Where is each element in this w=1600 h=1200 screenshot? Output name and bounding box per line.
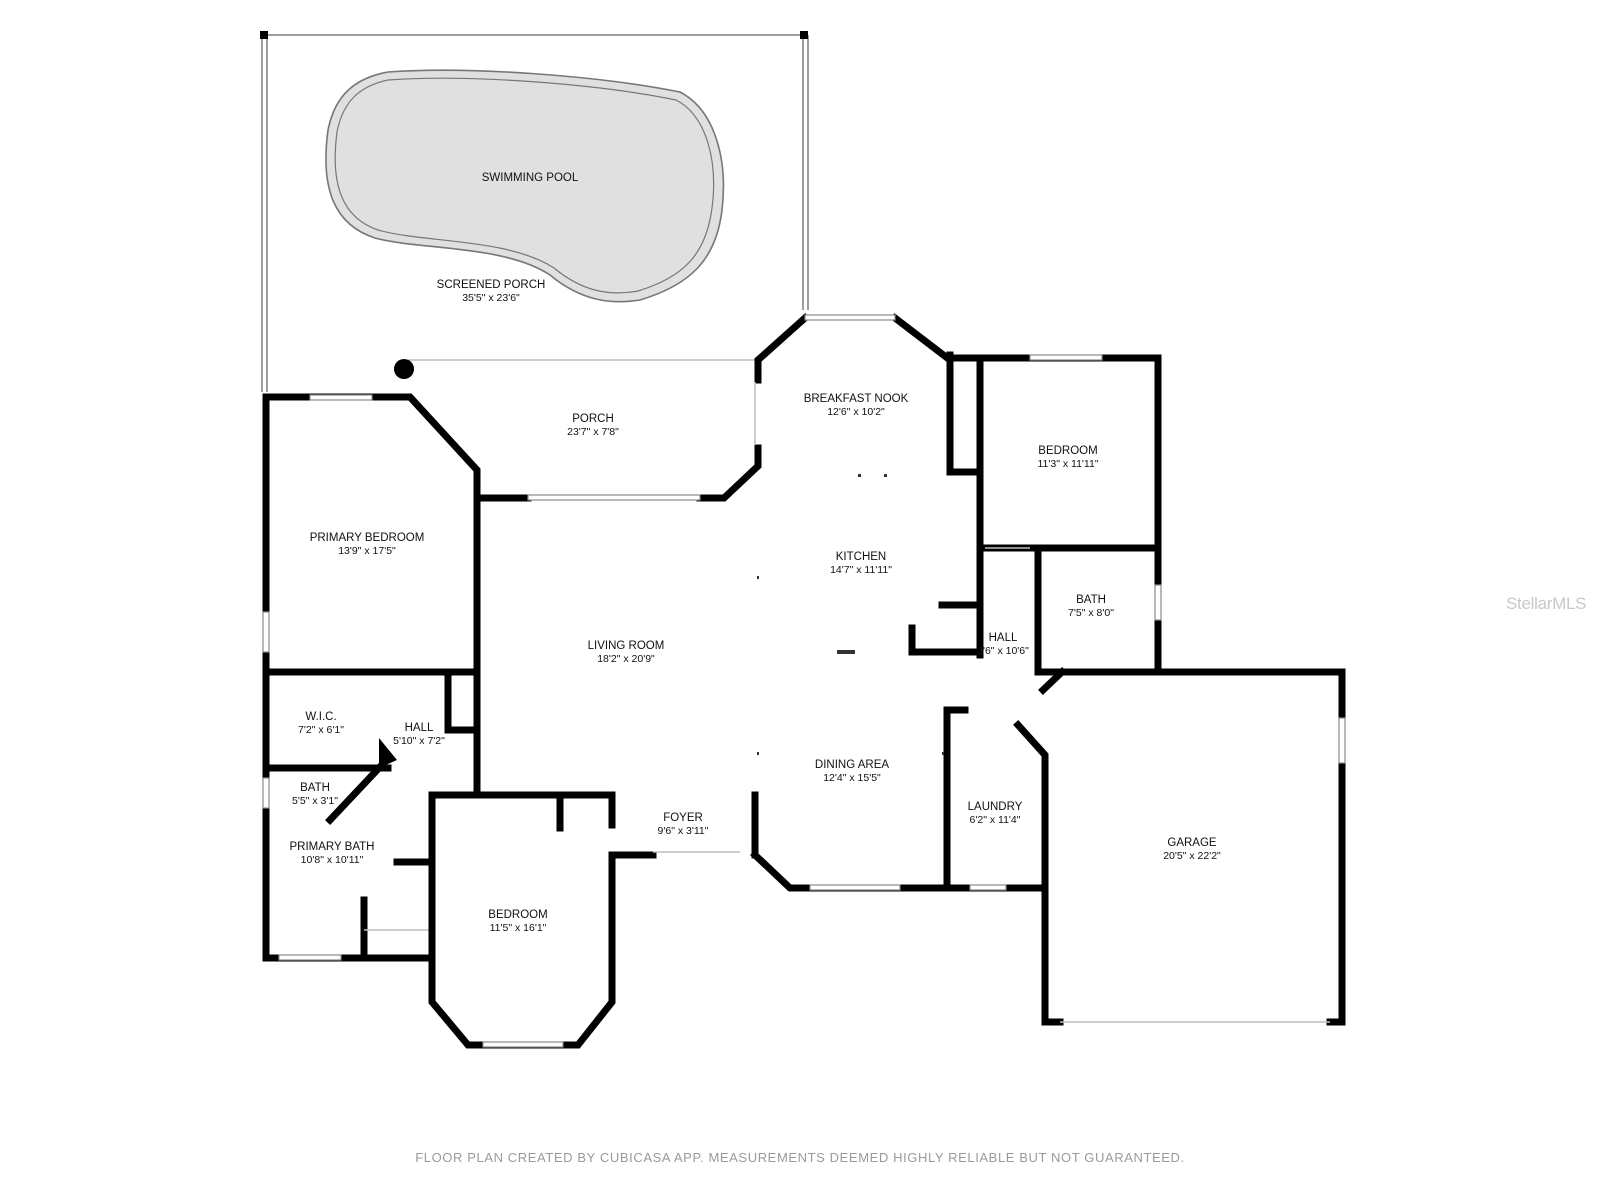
footer-disclaimer: FLOOR PLAN CREATED BY CUBICASA APP. MEAS… [415, 1150, 1185, 1165]
room-name: SWIMMING POOL [482, 172, 579, 184]
room-name: FOYER [663, 812, 703, 824]
room-size: 3'6" x 10'6" [977, 645, 1029, 657]
room-name: HALL [989, 632, 1018, 644]
room-size: 5'10" x 7'2" [393, 735, 445, 747]
room-size: 11'3" x 11'11" [1037, 458, 1098, 470]
room-size: 14'7" x 11'11" [830, 564, 892, 576]
room-size: 7'2" x 6'1" [298, 724, 344, 736]
room-name: DINING AREA [815, 759, 889, 771]
room-size: 12'6" x 10'2" [827, 406, 885, 418]
screened-porch-enclosure [260, 31, 809, 392]
room-size: 7'5" x 8'0" [1068, 607, 1114, 619]
room-size: 23'7" x 7'8" [567, 426, 619, 438]
watermark-logo: StellarMLS [1506, 594, 1587, 613]
room-size: 20'5" x 22'2" [1163, 850, 1221, 862]
room-name: BREAKFAST NOOK [804, 393, 909, 405]
dimension-ticks [757, 474, 944, 755]
room-size: 5'5" x 3'1" [292, 795, 338, 807]
room-name: KITCHEN [836, 551, 886, 563]
room-name: LIVING ROOM [588, 640, 665, 652]
room-name: BATH [300, 782, 330, 794]
porch-column [394, 359, 414, 379]
room-name: PRIMARY BATH [290, 841, 375, 853]
room-size: 6'2" x 11'4" [970, 814, 1021, 826]
room-name: SCREENED PORCH [437, 279, 546, 291]
room-size: 18'2" x 20'9" [597, 653, 655, 665]
room-name: BEDROOM [488, 909, 547, 921]
room-name: W.I.C. [305, 711, 336, 723]
room-labels: SWIMMING POOL SCREENED PORCH 35'5" x 23'… [290, 172, 1222, 934]
room-name: HALL [405, 722, 434, 734]
room-size: 13'9" x 17'5" [338, 545, 396, 557]
room-size: 11'5" x 16'1" [490, 922, 547, 934]
room-size: 9'6" x 3'11" [658, 825, 709, 837]
room-name: GARAGE [1167, 837, 1217, 849]
room-name: LAUNDRY [968, 801, 1023, 813]
room-name: BATH [1076, 594, 1106, 606]
room-name: BEDROOM [1038, 445, 1097, 457]
room-name: PRIMARY BEDROOM [310, 532, 425, 544]
walls [262, 313, 1346, 1049]
room-name: PORCH [572, 413, 614, 425]
swimming-pool-shape [325, 69, 725, 303]
room-size: 12'4" x 15'5" [823, 772, 881, 784]
room-size: 35'5" x 23'6" [462, 292, 520, 304]
room-size: 10'8" x 10'11" [301, 854, 364, 866]
windows [262, 314, 1346, 1048]
